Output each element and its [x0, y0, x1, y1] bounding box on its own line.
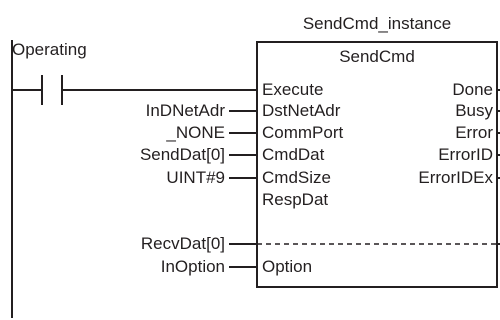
var-comm-port: _NONE	[166, 123, 225, 142]
var-dst-net-adr: InDNetAdr	[145, 101, 225, 120]
port-cmddat: CmdDat	[262, 145, 325, 164]
port-execute: Execute	[262, 80, 324, 99]
contact-label: Operating	[12, 40, 87, 59]
port-commport: CommPort	[262, 123, 344, 142]
port-done: Done	[452, 80, 493, 99]
function-block-name: SendCmd	[339, 47, 415, 66]
port-option: Option	[262, 257, 313, 276]
port-error: Error	[455, 123, 493, 142]
port-dstnetadr: DstNetAdr	[262, 101, 341, 120]
port-busy: Busy	[455, 101, 493, 120]
function-block-box	[256, 41, 498, 288]
var-cmd-dat: SendDat[0]	[139, 145, 225, 164]
var-cmd-size: UINT#9	[166, 168, 225, 187]
port-cmdsize: CmdSize	[262, 168, 331, 187]
var-resp-dat: RecvDat[0]	[140, 234, 225, 253]
instance-name: SendCmd_instance	[302, 14, 452, 33]
port-erroridex: ErrorIDEx	[418, 168, 493, 187]
var-option: InOption	[160, 257, 225, 276]
port-respdat: RespDat	[262, 190, 329, 209]
port-errorid: ErrorID	[438, 145, 493, 164]
